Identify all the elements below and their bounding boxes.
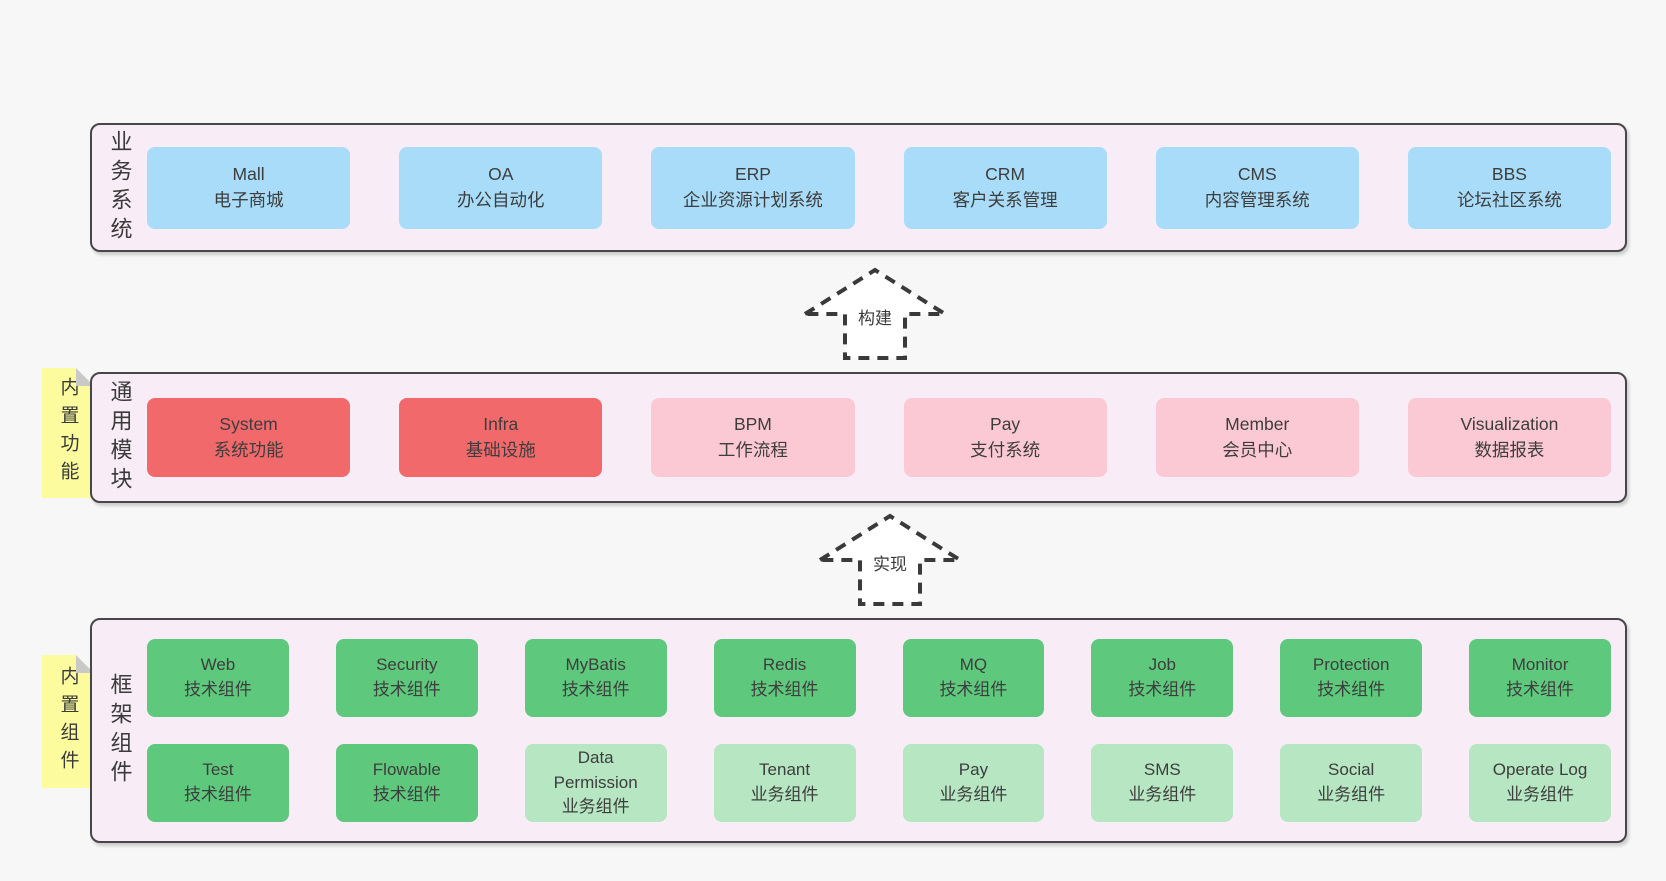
- box-mall: Mall 电子商城: [147, 146, 351, 229]
- build-arrow-icon: 构建: [790, 262, 960, 362]
- box-security: Security 技术组件: [335, 639, 478, 717]
- box-subtitle: 技术组件: [939, 680, 1008, 699]
- box-operate-log: Operate Log 业务组件: [1469, 744, 1611, 822]
- box-subtitle: 业务组件: [939, 785, 1008, 804]
- box-subtitle: 技术组件: [1317, 680, 1386, 699]
- box-subtitle: 技术组件: [1506, 680, 1575, 699]
- box-mybatis: MyBatis 技术组件: [524, 639, 667, 717]
- box-title: Mall: [232, 164, 265, 185]
- box-title: CMS: [1237, 164, 1277, 185]
- box-bpm: BPM 工作流程: [651, 398, 855, 477]
- box-subtitle: 论坛社区系统: [1456, 189, 1562, 210]
- box-subtitle: 系统功能: [213, 439, 284, 460]
- panel-common-modules: 通用模块 System 系统功能 Infra 基础设施 BPM 工作流程 Pay…: [90, 372, 1627, 503]
- box-title: Visualization: [1460, 414, 1559, 435]
- box-subtitle: 技术组件: [183, 680, 252, 699]
- box-test: Test 技术组件: [147, 744, 289, 822]
- box-tenant: Tenant 业务组件: [713, 744, 856, 822]
- box-subtitle: 业务组件: [1128, 785, 1197, 804]
- box-social: Social 业务组件: [1280, 744, 1423, 822]
- box-subtitle: 业务组件: [1506, 785, 1575, 804]
- box-subtitle: 办公自动化: [457, 189, 545, 210]
- box-subtitle: 技术组件: [1128, 680, 1197, 699]
- box-title: OA: [488, 164, 514, 185]
- box-title: Redis: [762, 655, 807, 675]
- implement-arrow-icon: 实现: [805, 508, 975, 608]
- box-subtitle: 企业资源计划系统: [682, 189, 823, 210]
- sticky-note-builtin-components: 内置组件: [42, 655, 94, 788]
- panel-side-label: 业务系统: [107, 129, 133, 246]
- panel-framework-components: 框架组件 Web 技术组件 Security 技术组件 MyBatis 技术组件…: [90, 618, 1627, 843]
- box-data-permission: Data Permission 业务组件: [524, 744, 667, 822]
- box-title: ERP: [734, 164, 771, 185]
- box-subtitle: 工作流程: [717, 439, 788, 460]
- box-protection: Protection 技术组件: [1280, 639, 1423, 717]
- box-title: SMS: [1143, 760, 1181, 780]
- box-subtitle: 业务组件: [1317, 785, 1386, 804]
- box-subtitle: 技术组件: [372, 680, 441, 699]
- box-title: Web: [200, 655, 236, 675]
- box-title: System: [219, 414, 278, 435]
- box-subtitle: 内容管理系统: [1204, 189, 1310, 210]
- box-title: Pay: [990, 414, 1021, 435]
- box-title: CRM: [985, 164, 1026, 185]
- box-subtitle: 业务组件: [750, 785, 819, 804]
- box-crm: CRM 客户关系管理: [903, 146, 1107, 229]
- box-title: Flowable: [372, 760, 441, 780]
- box-title: Infra: [483, 414, 519, 435]
- box-subtitle: 技术组件: [750, 680, 819, 699]
- box-subtitle: 技术组件: [561, 680, 630, 699]
- build-arrow-label: 构建: [855, 304, 895, 329]
- sticky-note-label: 内置功能: [57, 377, 79, 489]
- box-erp: ERP 企业资源计划系统: [651, 146, 855, 229]
- box-title: Test: [202, 760, 234, 780]
- box-subtitle: 支付系统: [970, 439, 1041, 460]
- box-title: BBS: [1491, 164, 1527, 185]
- box-subtitle: 客户关系管理: [952, 189, 1058, 210]
- box-subtitle: 电子商城: [213, 189, 284, 210]
- panel-side-label: 框架组件: [107, 672, 133, 789]
- box-title: MyBatis: [565, 655, 626, 675]
- box-subtitle: 技术组件: [183, 785, 252, 804]
- box-title: Operate Log: [1492, 760, 1588, 780]
- box-monitor: Monitor 技术组件: [1469, 639, 1611, 717]
- box-title: Security: [376, 655, 438, 675]
- box-redis: Redis 技术组件: [713, 639, 856, 717]
- box-sms: SMS 业务组件: [1091, 744, 1234, 822]
- box-cms: CMS 内容管理系统: [1155, 146, 1359, 229]
- box-title: Job: [1148, 655, 1177, 675]
- box-flowable: Flowable 技术组件: [335, 744, 478, 822]
- box-title: Social: [1328, 760, 1375, 780]
- box-subtitle: 数据报表: [1474, 439, 1545, 460]
- box-title: Monitor: [1511, 655, 1569, 675]
- box-subtitle: 技术组件: [372, 785, 441, 804]
- box-title: Member: [1225, 414, 1290, 435]
- box-pay-module: Pay 支付系统: [903, 398, 1107, 477]
- sticky-note-label: 内置组件: [57, 665, 79, 778]
- box-subtitle: 业务组件: [561, 797, 630, 817]
- box-subtitle: 基础设施: [465, 439, 536, 460]
- box-system: System 系统功能: [147, 398, 351, 477]
- box-pay-component: Pay 业务组件: [902, 744, 1045, 822]
- box-title: Pay: [958, 760, 989, 780]
- panel-business-systems: 业务系统 Mall 电子商城 OA 办公自动化 ERP 企业资源计划系统 CRM…: [90, 123, 1627, 252]
- box-infra: Infra 基础设施: [399, 398, 603, 477]
- box-web: Web 技术组件: [147, 639, 289, 717]
- box-title: Tenant: [759, 760, 811, 780]
- implement-arrow-label: 实现: [870, 550, 910, 575]
- sticky-note-builtin-features: 内置功能: [42, 368, 94, 498]
- box-title: MQ: [959, 655, 988, 675]
- box-title: BPM: [733, 414, 772, 435]
- panel-side-label: 通用模块: [107, 379, 133, 496]
- box-job: Job 技术组件: [1091, 639, 1234, 717]
- box-mq: MQ 技术组件: [902, 639, 1045, 717]
- box-bbs: BBS 论坛社区系统: [1407, 146, 1612, 229]
- box-oa: OA 办公自动化: [399, 146, 603, 229]
- box-visualization: Visualization 数据报表: [1407, 398, 1612, 477]
- box-subtitle: 会员中心: [1222, 439, 1293, 460]
- box-member: Member 会员中心: [1155, 398, 1359, 477]
- box-title: Data Permission: [553, 748, 638, 792]
- box-title: Protection: [1312, 655, 1390, 675]
